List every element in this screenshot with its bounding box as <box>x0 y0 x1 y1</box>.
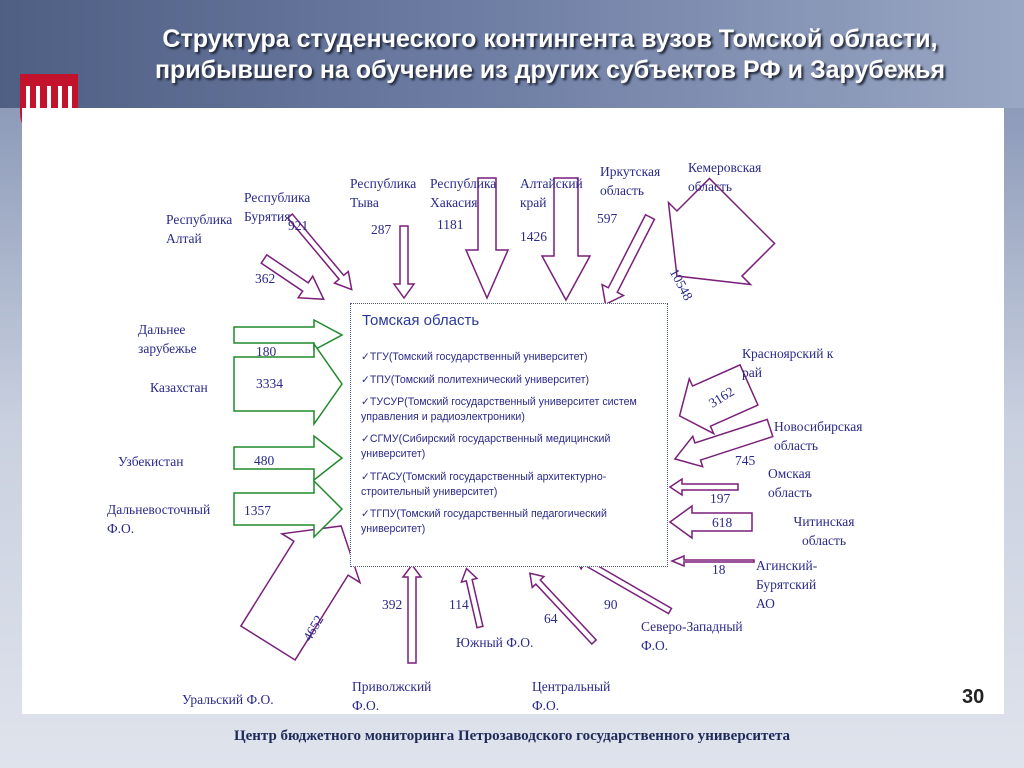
label-far-east: Дальневосточный Ф.О. <box>107 502 211 536</box>
label-tyva: Республика Тыва <box>350 176 417 210</box>
slide-title: Структура студенческого контингента вузо… <box>90 24 1010 86</box>
label-krasnoyarsk: Красноярский край <box>742 346 834 380</box>
label-kazakhstan: Казахстан <box>150 380 208 395</box>
value-volga: 392 <box>382 597 403 612</box>
arrow-far-east <box>233 479 344 539</box>
value-irkutsk: 597 <box>597 211 618 226</box>
arrow-chita <box>668 504 753 540</box>
label-ural: Уральский Ф.О. <box>182 692 274 707</box>
university-item: ✓ТГУ(Томский государственный университет… <box>361 351 588 363</box>
label-far-abroad: Дальнее зарубежье <box>138 322 197 356</box>
title-line-1: Структура студенческого контингента вузо… <box>162 25 938 53</box>
label-novosibirsk: Новосибирская область <box>774 419 863 453</box>
value-altai-krai: 1426 <box>520 229 547 244</box>
university-item: ✓ТПУ(Томский политехнический университет… <box>361 374 590 386</box>
arrow-kemerovo <box>667 177 776 286</box>
label-central: Центральный Ф.О. <box>532 679 611 713</box>
arrow-far-abroad <box>233 318 344 352</box>
value-aginsky: 18 <box>712 562 726 577</box>
header-bar <box>0 0 1024 108</box>
university-item: ✓ТУСУР(Томский государственный университ… <box>361 396 637 423</box>
footer-text: Центр бюджетного мониторинга Петрозаводс… <box>233 728 791 744</box>
university-item: ✓ТГПУ(Томский государственный педагогиче… <box>361 508 607 535</box>
value-south: 114 <box>449 597 469 612</box>
arrow-central <box>528 572 598 646</box>
label-chita: Читинская область <box>793 514 855 548</box>
label-khakasia: Республика Хакасия <box>430 176 497 210</box>
value-altai-rep: 362 <box>255 271 276 286</box>
arrow-omsk <box>668 477 739 497</box>
value-far-abroad: 180 <box>256 344 277 359</box>
arrow-buryatia <box>286 213 353 291</box>
arrow-krasnoyarsk <box>678 363 759 436</box>
label-altai-rep: Республика Алтай <box>166 212 233 246</box>
arrow-south <box>460 567 484 629</box>
arrow-uzbekistan <box>233 434 344 482</box>
value-buryatia: 921 <box>288 218 309 233</box>
value-central: 64 <box>544 611 558 626</box>
label-northwest: Северо-Западный Ф.О. <box>641 619 743 653</box>
value-khakasia: 1181 <box>437 217 464 232</box>
arrow-altai-rep <box>260 253 325 301</box>
value-kazakhstan: 3334 <box>256 376 283 391</box>
label-buryatia: Республика Бурятия <box>244 190 311 224</box>
university-item: ✓ТГАСУ(Томский государственный архитекту… <box>361 471 607 498</box>
value-far-east: 1357 <box>244 503 271 518</box>
label-south: Южный Ф.О. <box>456 635 534 650</box>
arrow-volga <box>401 563 423 664</box>
value-chita: 618 <box>712 515 733 530</box>
label-volga: Приволжский Ф.О. <box>352 679 432 713</box>
label-omsk: Омская область <box>768 466 813 500</box>
value-uzbekistan: 480 <box>254 453 275 468</box>
arrow-novosibirsk <box>673 418 774 468</box>
arrow-irkutsk <box>601 213 656 306</box>
arrow-kazakhstan <box>233 341 343 427</box>
label-altai-krai: Алтайский край <box>520 176 583 210</box>
tomsk-region-box: Томская область ✓ТГУ(Томский государстве… <box>350 303 668 567</box>
arrow-khakasia <box>464 177 510 300</box>
label-kemerovo: Кемеровская область <box>688 160 762 194</box>
center-title: Томская область <box>362 312 480 329</box>
value-novosibirsk: 745 <box>735 453 756 468</box>
arrow-altai-krai <box>540 177 592 302</box>
university-item: ✓СГМУ(Сибирский государственный медицинс… <box>361 433 611 460</box>
value-tyva: 287 <box>371 222 392 237</box>
label-aginsky: Агинский-Бурятский АО <box>756 558 818 611</box>
arrow-tyva <box>392 225 416 300</box>
label-irkutsk: Иркутская область <box>600 164 661 198</box>
title-line-2: прибывшего на обучение из других субъект… <box>154 56 946 84</box>
arrow-aginsky <box>670 554 755 568</box>
value-northwest: 90 <box>604 597 618 612</box>
label-uzbekistan: Узбекистан <box>118 454 184 469</box>
value-omsk: 197 <box>710 491 731 506</box>
page-number: 30 <box>962 686 985 708</box>
